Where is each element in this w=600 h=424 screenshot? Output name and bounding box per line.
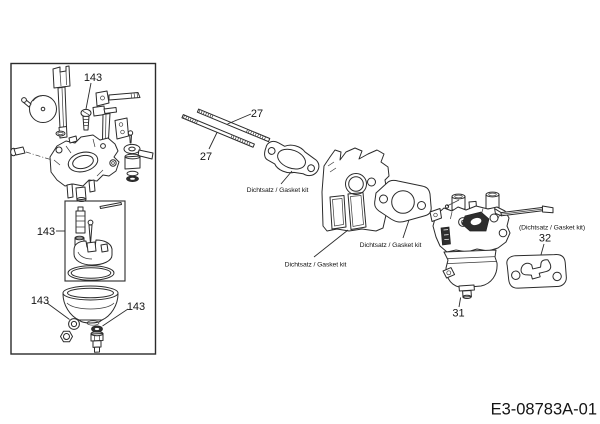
callout-32: 32 bbox=[539, 233, 551, 245]
choke-plate-drawing bbox=[21, 95, 57, 123]
choke-knob-drawing bbox=[10, 146, 53, 161]
callout-27-lower: 27 bbox=[200, 151, 212, 163]
annotation-gasket-kit-insulator: Dichtsatz / Gasket kit bbox=[360, 242, 422, 249]
callout-143-drain-gasket: 143 bbox=[127, 301, 145, 313]
callout-31: 31 bbox=[452, 308, 464, 320]
bowl-nut-drawing bbox=[60, 330, 73, 343]
bowl-oring-drawing bbox=[67, 265, 115, 281]
float-kit-box bbox=[64, 200, 126, 282]
annotation-gasket-kit-intake: Dichtsatz / Gasket kit bbox=[247, 187, 309, 194]
drawing-number: E3-08783A-01 bbox=[491, 401, 597, 419]
leader-gasket-kit-spacer bbox=[313, 229, 349, 258]
float-bowl-drawing bbox=[62, 285, 119, 326]
spacer-block-drawing bbox=[321, 147, 390, 232]
needle-valve-drawing bbox=[87, 219, 94, 245]
callout-143-idle-screw: 143 bbox=[84, 72, 102, 84]
leader-32 bbox=[540, 243, 545, 257]
carb-gasket-drawing bbox=[506, 253, 567, 289]
leader-gasket-kit-insulator bbox=[402, 219, 410, 239]
bowl-bolt-drawing bbox=[90, 331, 104, 353]
main-jet-stack-drawing bbox=[123, 130, 154, 182]
leader-gasket-kit-intake bbox=[280, 170, 293, 185]
callout-143-float-kit: 143 bbox=[37, 226, 55, 238]
float-pin-drawing bbox=[99, 202, 122, 209]
leader-143-drain-gasket bbox=[102, 308, 129, 327]
leader-31 bbox=[458, 297, 462, 308]
carburetor-assembly-drawing bbox=[429, 191, 554, 299]
annotation-gasket-kit-carb: (Dichtsatz / Gasket kit) bbox=[519, 225, 585, 232]
annotation-gasket-kit-spacer: Dichtsatz / Gasket kit bbox=[285, 262, 347, 269]
float-drawing bbox=[73, 239, 113, 266]
throttle-lever-drawings bbox=[92, 90, 141, 141]
leader-143-idle-screw bbox=[85, 82, 92, 110]
idle-screw-drawing bbox=[80, 108, 92, 131]
leader-27-upper bbox=[227, 113, 252, 125]
callout-143-bowl-washer: 143 bbox=[31, 295, 49, 307]
leader-143-bowl-washer bbox=[46, 302, 70, 320]
intake-gasket-drawing bbox=[264, 140, 320, 177]
bowl-washer-drawing bbox=[68, 318, 80, 330]
carburetor-body-drawing bbox=[49, 130, 120, 202]
leader-27-lower bbox=[208, 132, 218, 150]
callout-27-upper: 27 bbox=[251, 108, 263, 120]
